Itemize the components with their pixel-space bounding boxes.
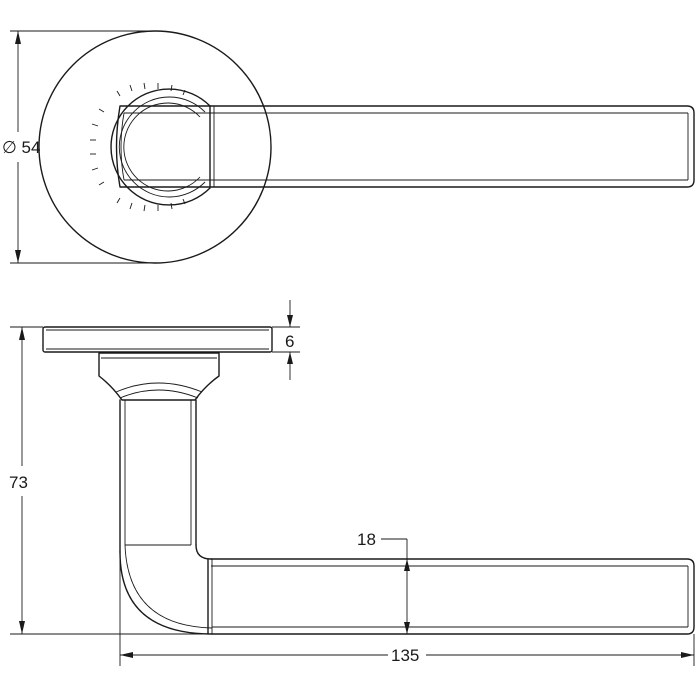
dim-height-arrow-bottom <box>19 621 25 634</box>
neck-collar-ring <box>123 102 201 192</box>
dim-height-label: 73 <box>9 473 28 492</box>
lever-top-body <box>115 105 695 188</box>
dim-proj-label: 135 <box>391 646 419 665</box>
dim-rose-diameter-label: ∅ 54 <box>2 138 40 157</box>
collar-knurl <box>90 82 186 212</box>
side-collar-curve-2 <box>119 389 199 399</box>
dim-lever-label: 18 <box>357 530 376 549</box>
dim-rose-arrow-top <box>15 31 21 44</box>
dim-lever-arrow-bottom <box>404 622 410 634</box>
rose-plate <box>42 326 273 353</box>
top-view: ∅ 54 <box>2 30 695 264</box>
dim-lever-arrow-top <box>404 559 410 571</box>
dim-thick-arrow-top <box>287 315 293 327</box>
neck-collar-inner <box>118 96 206 198</box>
dim-proj-arrow-right <box>681 652 694 658</box>
side-elbow-inside <box>195 544 212 560</box>
dim-thick-label: 6 <box>285 332 294 351</box>
lever-top-neck-curve <box>120 112 125 181</box>
neck-collar-outer <box>110 88 211 206</box>
rose-circle <box>38 30 272 264</box>
dim-thick-arrow-bottom <box>287 352 293 364</box>
dim-height-arrow-top <box>19 327 25 340</box>
side-collar-curve <box>115 382 203 393</box>
side-view: 6 73 18 135 <box>9 300 695 666</box>
side-elbow-outer <box>119 551 213 635</box>
side-elbow-inner <box>124 544 213 629</box>
dim-rose-arrow-bottom <box>15 250 21 263</box>
side-lever-bar <box>210 558 695 635</box>
dim-proj-arrow-left <box>120 652 133 658</box>
side-collar <box>98 352 220 401</box>
